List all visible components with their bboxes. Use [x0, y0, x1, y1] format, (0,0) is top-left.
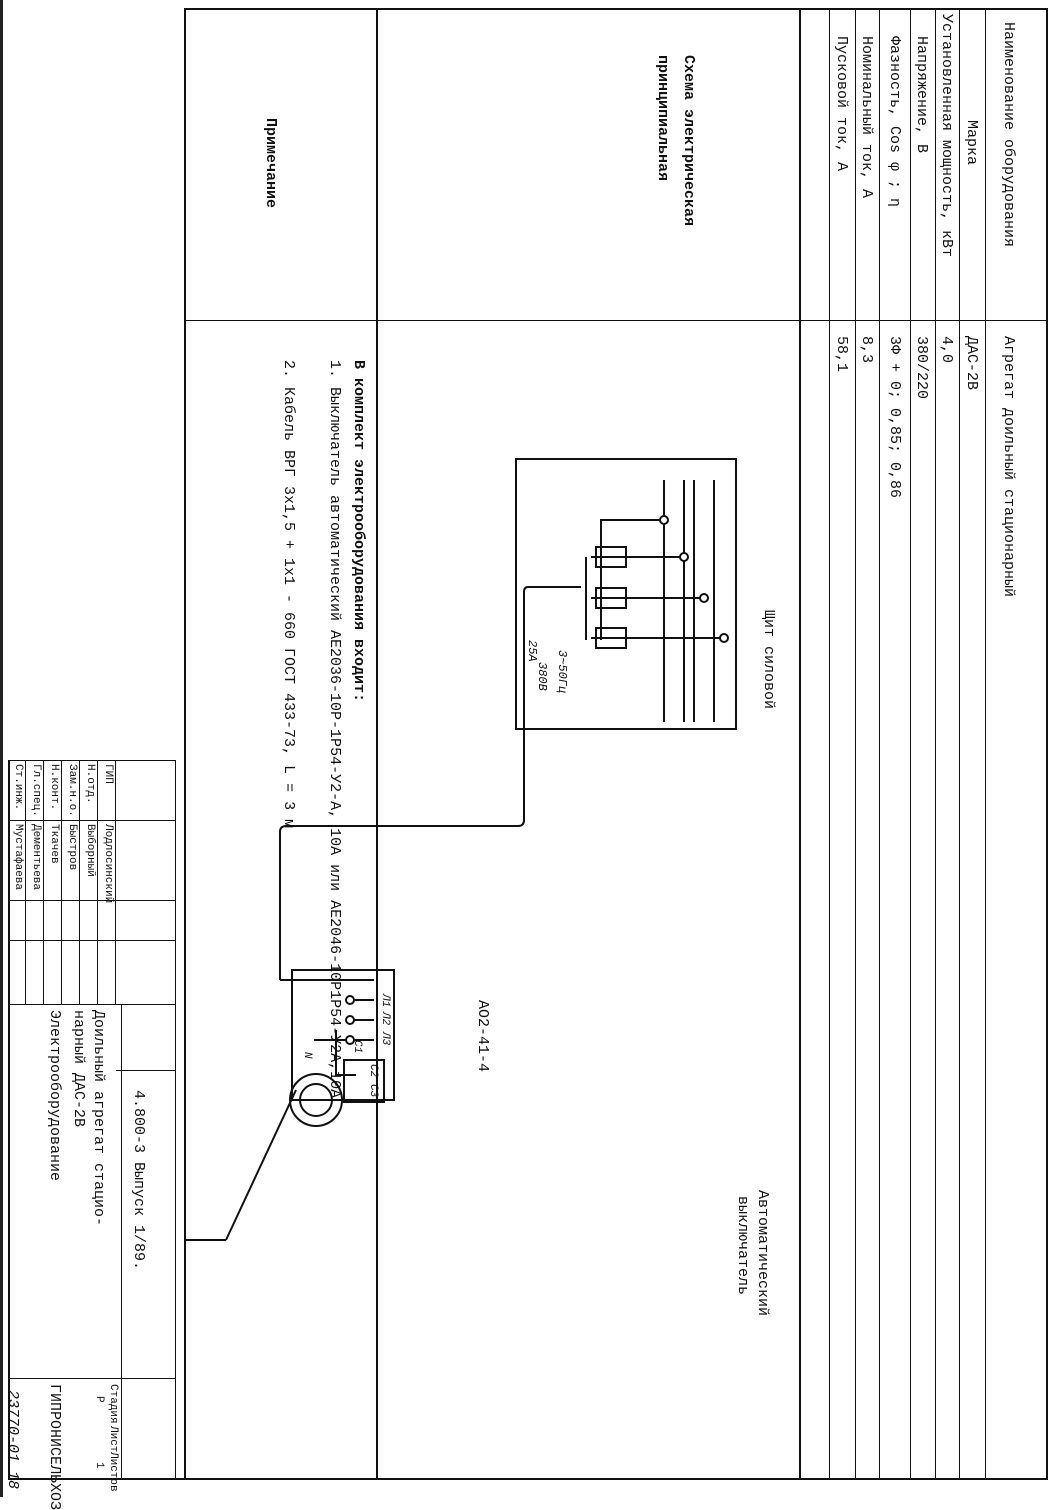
tb-stage-header: Стадия [107, 1384, 119, 1424]
sig-role-1: Н.отд. [84, 764, 96, 804]
tb-sheet-header: Лист [107, 1426, 119, 1453]
sig-role-2: Зам.н.о. [66, 764, 78, 817]
sig-name-0: Лодлосинский [102, 824, 114, 904]
terminal-c3: С3 [367, 1084, 379, 1098]
sig-name-3: Ткачев [48, 824, 60, 864]
tb-org-divider [8, 1378, 176, 1379]
tb-col-1 [116, 1070, 176, 1071]
sig-name-2: Быстров [66, 824, 78, 871]
sig-name-4: Дементьева [30, 824, 42, 891]
terminal-n: N [301, 1052, 313, 1059]
note-label: Примечание [262, 118, 279, 209]
sig-name-5: Мустафаева [12, 824, 24, 891]
tb-top-edge [175, 760, 176, 1480]
tb-sheets-value: 1 [93, 1462, 105, 1469]
note-item-1: 1. Выключатель автоматический АЕ2036-10Р… [326, 360, 343, 1099]
tb-title-3: Электрооборудование [46, 1010, 63, 1182]
terminal-l1: Л1 [379, 994, 391, 1008]
fuse-2 [595, 587, 627, 609]
motor-terminal-box [343, 1059, 385, 1103]
tb-drawing-number: 23770-01 18 [4, 1390, 21, 1490]
tb-stage-value: Р [93, 1396, 105, 1403]
breaker-label-2: выключатель [734, 1196, 751, 1296]
fuse-3 [595, 627, 627, 649]
terminal-c1: С1 [351, 1040, 363, 1054]
tb-code-row [121, 1004, 122, 1480]
motor-inner-circle [299, 1083, 333, 1117]
sig-role-5: Ст.инж. [12, 764, 24, 811]
tb-left-edge [8, 760, 176, 761]
tb-org: ГИПРОНИСЕЛЬХОЗ [46, 1384, 63, 1510]
motor-lead [335, 1030, 356, 1076]
branch-n [600, 519, 664, 640]
tb-sheets-header: Листов [107, 1452, 119, 1492]
sig-role-4: Гл.спец. [30, 764, 42, 817]
motor-label: АО2-41-4 [474, 1000, 491, 1073]
note-item-2: 2. Кабель ВРГ 3х1,5 + 1х1 - 660 ГОСТ 433… [280, 360, 297, 829]
note-heading: В комплект электрооборудования входит: [350, 360, 367, 703]
motor-outer-circle [289, 1073, 343, 1127]
power-panel-box [515, 458, 737, 730]
sig-role-3: Н.конт. [48, 764, 60, 811]
tb-code: 4.800-3 Выпуск 1/89. [130, 1090, 147, 1271]
tb-title-1: Доильный агрегат стацио- [90, 1010, 107, 1227]
tb-sign-divider [8, 1004, 176, 1005]
breaker-label-1: Автоматический [754, 1190, 771, 1317]
panel-spec-2: 380В [535, 662, 549, 691]
panel-spec-1: 3~50Гц [555, 650, 569, 694]
sig-name-1: Выборный [84, 824, 96, 877]
panel-title: Щит силовой [760, 610, 777, 710]
terminal-l3: Л3 [379, 1032, 391, 1046]
panel-spec-3: 25А [525, 640, 539, 662]
breaker-leader [225, 1089, 297, 1241]
fuse-1 [595, 546, 627, 568]
scan-edge [0, 0, 3, 1497]
terminal-l2: Л2 [379, 1012, 391, 1026]
sig-role-0: ГИП [102, 764, 114, 784]
terminal-c2: С2 [367, 1064, 379, 1078]
cable-route [279, 586, 581, 980]
tb-title-2: нарный ДАС-2В [70, 1010, 87, 1128]
